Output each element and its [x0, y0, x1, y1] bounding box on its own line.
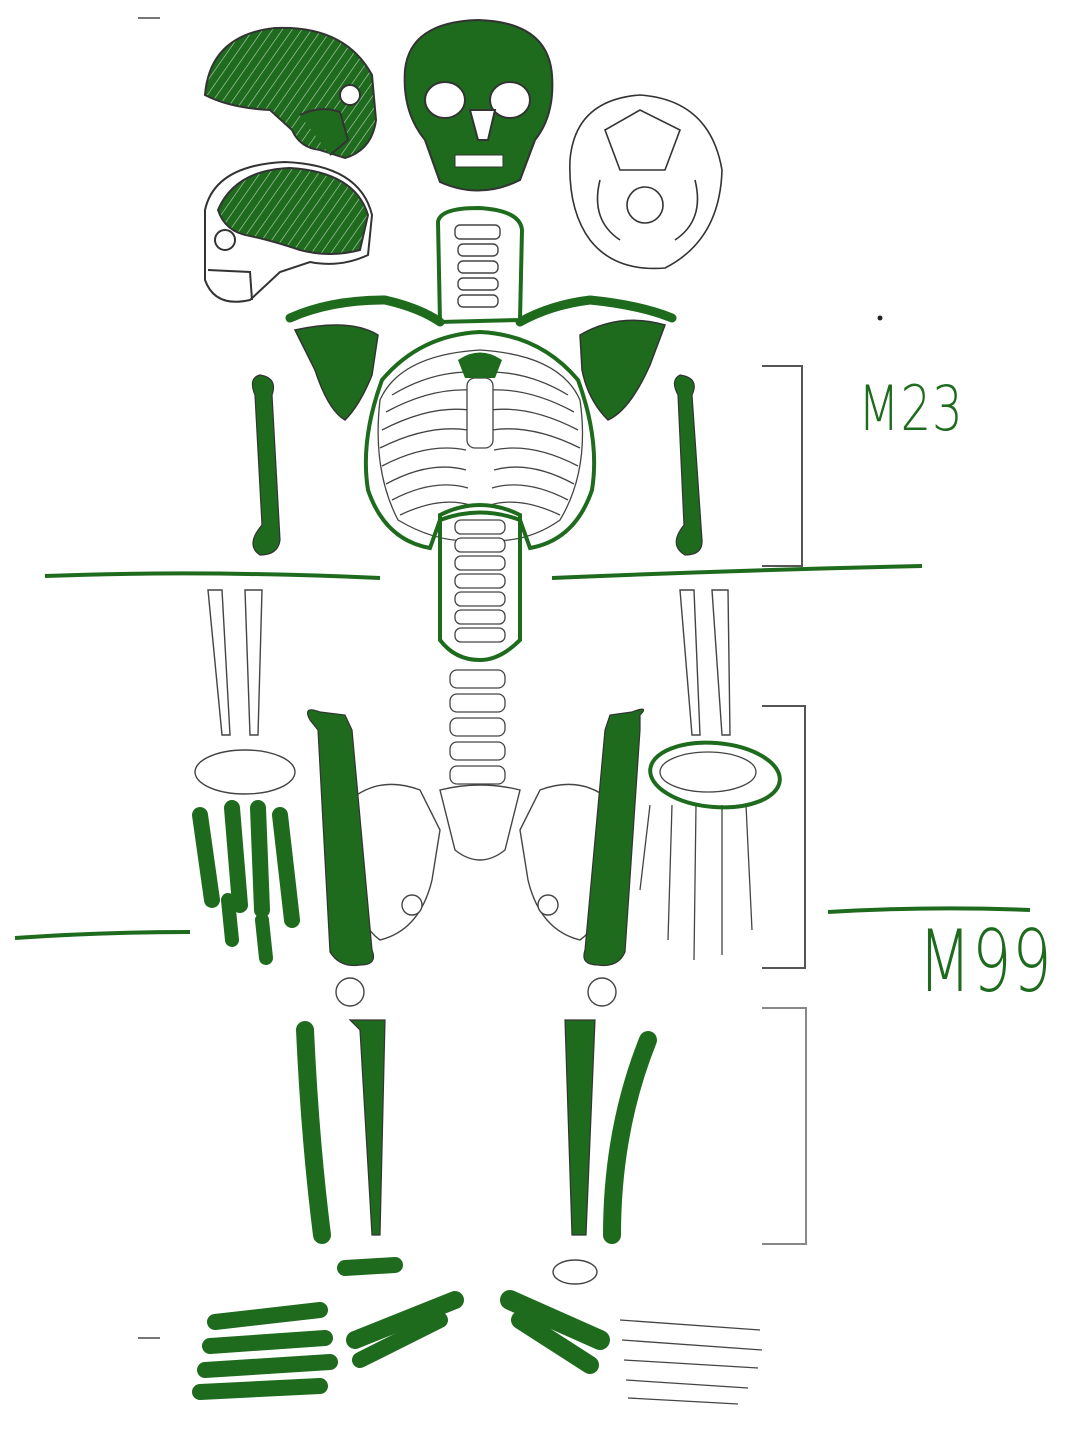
annotation-m23: M23 [858, 372, 964, 445]
pelvis [347, 784, 613, 940]
manubrium [458, 353, 502, 379]
forearm-left [680, 590, 730, 735]
clavicle-right [290, 300, 440, 322]
tibia-left [565, 1020, 595, 1235]
bracket-upper [762, 366, 802, 566]
tibia-right [350, 1020, 385, 1235]
skull-lateral-right [205, 28, 376, 158]
lumbar-spine [450, 670, 505, 784]
foot-left [510, 1300, 600, 1365]
talus-right [345, 1265, 395, 1268]
skull-basal [570, 95, 722, 268]
fibula-left [612, 1040, 648, 1235]
cut-line-lower-right [15, 932, 190, 938]
scapula-right [295, 325, 378, 420]
stray-dot [878, 316, 883, 321]
foot-left-phalanges [620, 1320, 762, 1404]
bracket-middle [762, 706, 805, 968]
cervical-vertebrae [455, 225, 500, 307]
humerus-left [674, 375, 702, 555]
forearm-right [208, 590, 262, 735]
foot-right [200, 1300, 455, 1392]
scapula-left [580, 320, 665, 420]
skull-frontal [405, 20, 553, 191]
cut-line-upper-left [552, 566, 922, 578]
thoracic-spine [455, 520, 505, 642]
patella-right [336, 978, 364, 1006]
bracket-lower [762, 1008, 806, 1244]
hand-right [195, 750, 295, 958]
cut-line-upper-right [45, 573, 380, 578]
clavicle-left [520, 300, 672, 322]
humerus-right [252, 375, 280, 555]
annotation-m99: M99 [918, 912, 1052, 1012]
skull-lateral-left [205, 162, 372, 302]
talus-left [553, 1260, 597, 1284]
fibula-right [305, 1030, 322, 1235]
patella-left [588, 978, 616, 1006]
